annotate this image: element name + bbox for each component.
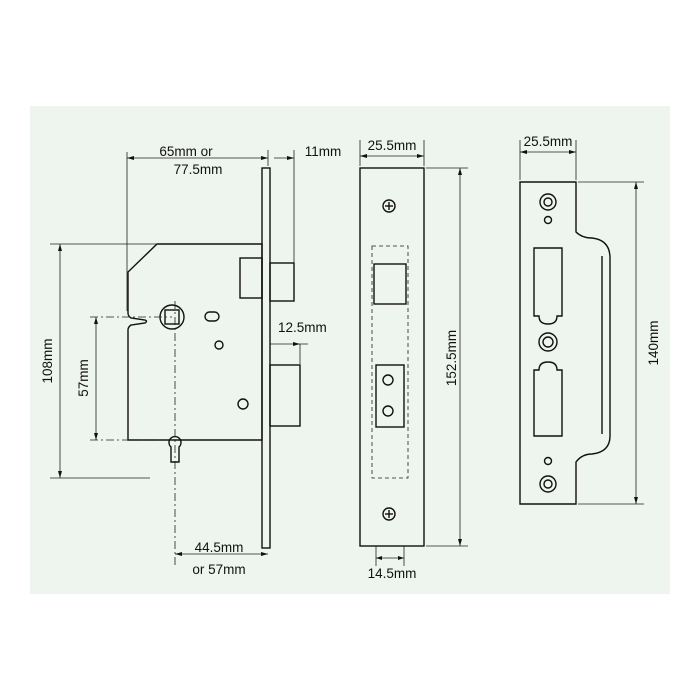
label-strike-height: 140mm [646, 320, 661, 365]
strike-plate-view [519, 181, 611, 505]
label-backset-bottom: 44.5mm [195, 540, 244, 555]
label-backset-top: 65mm or [159, 144, 213, 159]
strike-centre-inner [542, 336, 554, 348]
strike-latch-opening [533, 247, 563, 325]
latch-bolt [269, 262, 295, 302]
label-bolt-throw: 12.5mm [278, 320, 327, 335]
diagram-background: 65mm or 77.5mm 11mm 12.5mm 108mm 57mm 44… [30, 106, 670, 594]
label-forend-height: 152.5mm [444, 330, 459, 386]
label-backset-bottom-alt: or 57mm [192, 562, 245, 577]
lock-case-side-view [127, 167, 301, 549]
dead-bolt [269, 364, 301, 427]
label-centres: 57mm [76, 359, 91, 397]
forend-plate-front [359, 167, 425, 547]
latch-window [373, 263, 407, 305]
label-bolt-width: 14.5mm [368, 566, 417, 581]
label-backset-top-alt: 77.5mm [174, 162, 223, 177]
lock-case-outline [127, 243, 263, 441]
label-case-height: 108mm [40, 338, 55, 383]
deadbolt-pin-1 [382, 374, 394, 386]
strike-plate-outline [519, 181, 611, 505]
forend-plate-side [261, 167, 271, 549]
strike-bolt-opening [533, 361, 563, 437]
fixing-slot [204, 311, 220, 322]
label-strike-width: 25.5mm [524, 134, 573, 149]
deadbolt-pin-2 [382, 405, 394, 417]
case-screw-hole-2 [237, 398, 249, 410]
deadbolt-window [375, 364, 405, 428]
strike-screw-bottom-inner [543, 479, 553, 489]
label-forend-width: 25.5mm [368, 138, 417, 153]
strike-centre-outer [538, 332, 558, 352]
strike-screw-top-inner [543, 197, 553, 207]
strike-small-hole-bottom [543, 456, 553, 466]
keyhole [168, 435, 182, 463]
strike-small-hole-top [543, 215, 553, 225]
case-outline-hidden [371, 245, 409, 479]
forend-front-view [359, 167, 425, 547]
forend-screw-bottom [382, 507, 396, 521]
label-latch-throw: 11mm [305, 144, 342, 159]
strike-screw-top-outer [539, 193, 557, 211]
case-screw-hole-1 [214, 340, 224, 350]
lock-technical-drawing: 65mm or 77.5mm 11mm 12.5mm 108mm 57mm 44… [40, 134, 661, 581]
strike-screw-bottom-outer [539, 475, 557, 493]
latch-inner [239, 257, 263, 299]
forend-screw-top [382, 199, 396, 213]
